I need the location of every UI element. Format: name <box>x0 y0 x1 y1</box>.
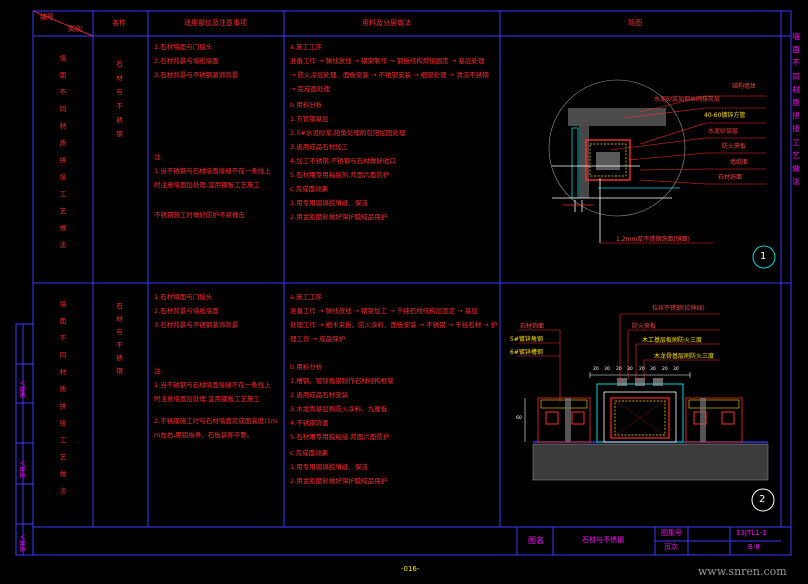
row1-category: 墙面不同材质拼接工艺做法 <box>59 54 67 249</box>
detail-1-number: 1 <box>760 251 767 262</box>
row1-name: 石材与不锈钢 <box>116 60 123 138</box>
side-label-reviewer: 审核人 <box>20 459 27 478</box>
header-notes: 适用部位及注意事项 <box>184 19 247 27</box>
row2-name: 石材与不锈钢 <box>116 302 123 375</box>
footer-page-value: B-8 <box>748 543 760 551</box>
header-category: 类别 <box>68 25 82 33</box>
footer-page-label: 页次 <box>664 543 678 551</box>
side-label-editor: 编辑人 <box>20 379 27 398</box>
side-label-approver: 审核人 <box>20 533 27 552</box>
detail-2-drawing <box>518 313 775 512</box>
header-number: 编号 <box>40 13 54 21</box>
footer-name-value: 石材与不锈钢 <box>582 536 624 544</box>
header-name: 名称 <box>112 19 126 27</box>
detail-1-drawing <box>548 79 776 269</box>
footer-code-label: 图集号 <box>661 529 682 537</box>
header-method: 用料及分层做法 <box>362 19 411 27</box>
right-margin-title: 墙面不同材质拼接工艺做法 <box>792 32 800 187</box>
header-diagram: 简图 <box>628 19 642 27</box>
page-number: -016- <box>401 565 420 573</box>
footer-code-value: 13JTL1-1 <box>736 529 767 537</box>
watermark: www.snren.com <box>698 565 787 578</box>
row2-category: 墙面不同材质拼接工艺做法 <box>59 300 67 495</box>
detail-2-number: 2 <box>759 494 766 505</box>
footer-name-label: 图名 <box>528 536 544 545</box>
